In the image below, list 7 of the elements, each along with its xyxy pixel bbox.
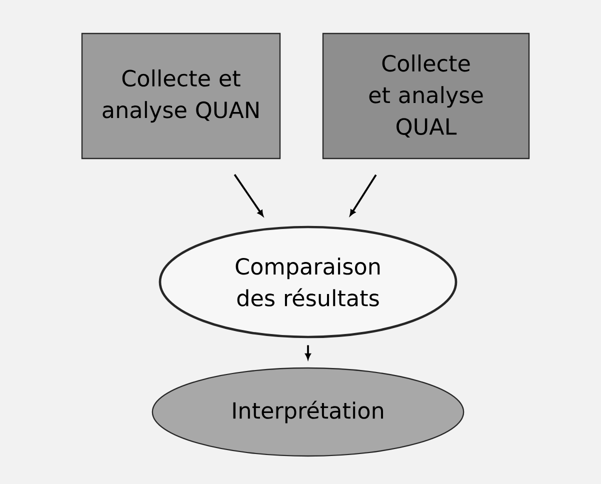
process-box: Collecte et analyse QUAN bbox=[81, 32, 281, 160]
ellipse-node: Interprétation bbox=[152, 367, 464, 457]
process-box: Collecte et analyse QUAL bbox=[322, 32, 530, 160]
arrow bbox=[234, 174, 264, 216]
arrow bbox=[305, 345, 311, 360]
ellipse-node: Comparaison des résultats bbox=[158, 226, 458, 338]
arrow bbox=[350, 174, 377, 216]
